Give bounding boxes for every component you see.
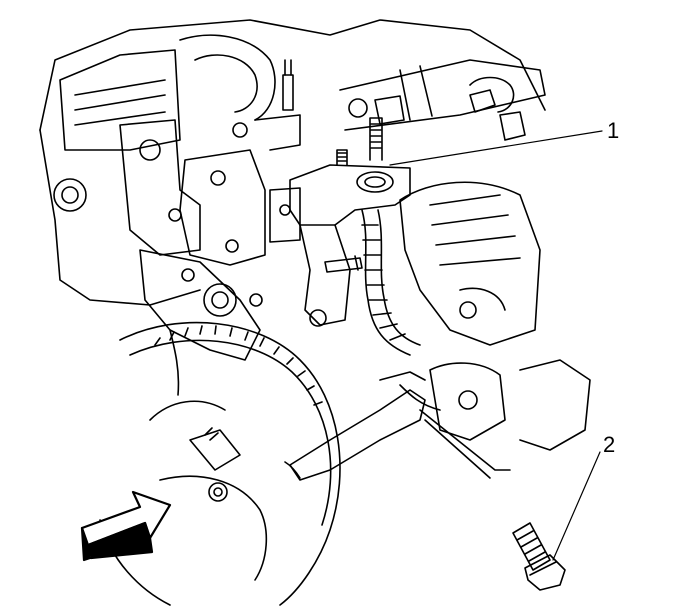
engine-mount-bracket [289, 117, 411, 327]
lower-bracket [139, 249, 511, 481]
bolt [512, 522, 566, 591]
callout-2-label: 2 [603, 432, 616, 457]
wiring-harness [361, 209, 421, 356]
flexplate [99, 321, 341, 606]
intake-manifold [399, 181, 591, 451]
engine-block [39, 19, 546, 306]
callout-1-label: 1 [607, 118, 620, 143]
fuel-rail [339, 59, 546, 141]
leader-lines [389, 130, 603, 561]
view-direction-arrow-icon [80, 490, 172, 562]
